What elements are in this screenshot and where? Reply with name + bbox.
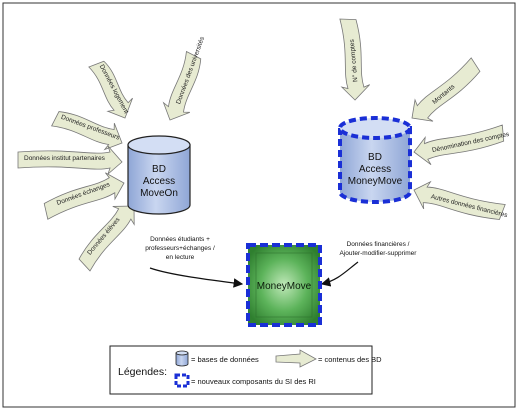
content-arrow: Montants: [411, 57, 481, 122]
diagram-frame: [2, 2, 516, 408]
db-label-line: Access: [143, 176, 175, 187]
flow-right: Données financières / Ajouter-modifier-s…: [320, 241, 418, 287]
content-arrow-icon: [275, 349, 317, 368]
content-arrow: Dénomination des comptes: [413, 124, 511, 166]
content-arrow: Données logement: [88, 60, 133, 119]
legend-title: Légendes:: [118, 366, 167, 378]
legend-new-label: = nouveaux composants du SI des RI: [191, 377, 316, 386]
database-icon: [175, 350, 189, 356]
moveon-database: BD Access MoveOn: [127, 135, 191, 215]
flow-left: Données étudiants + professeurs+échanges…: [145, 236, 244, 288]
content-arrow: Autres données financières: [413, 180, 509, 220]
content-arrow: Données institut partenaires: [17, 145, 123, 176]
db-label-line: MoveOn: [140, 188, 178, 199]
db-label-line: BD: [368, 152, 382, 163]
arrow-label: N° de comptes: [348, 38, 360, 82]
component-label: MoneyMove: [257, 281, 312, 292]
arrow-label: Données institut partenaires: [24, 155, 106, 162]
flow-label-line: professeurs+échanges /: [145, 245, 215, 252]
moneymove-database: BD Access MoneyMove: [338, 116, 412, 204]
legend-db-label: = bases de données: [191, 355, 259, 364]
legend-new-item: = nouveaux composants du SI des RI: [174, 373, 316, 388]
db-label-line: MoneyMove: [348, 176, 403, 187]
flow-label-line: Données étudiants +: [150, 236, 210, 243]
db-label-line: BD: [152, 164, 166, 175]
database-icon: [127, 135, 191, 155]
legend: Légendes: = bases de données = contenus …: [109, 345, 382, 395]
moneymove-component: MoneyMove: [246, 243, 322, 327]
arrow-label: Données des universités: [175, 35, 206, 105]
flow-label-line: Ajouter-modifier-supprimer: [340, 250, 418, 257]
database-icon: [338, 116, 412, 140]
legend-content-label: = contenus des BD: [318, 355, 382, 364]
content-arrow: Données des universités: [162, 35, 206, 121]
flow-label-line: Données financières /: [347, 241, 410, 248]
legend-content-item: = contenus des BD: [275, 349, 382, 368]
content-arrow: N° de comptes: [339, 18, 371, 101]
dashed-box-icon: [174, 373, 190, 388]
legend-db-item: = bases de données: [175, 350, 259, 367]
db-label-line: Access: [359, 164, 391, 175]
flow-label-line: en lecture: [166, 254, 195, 261]
